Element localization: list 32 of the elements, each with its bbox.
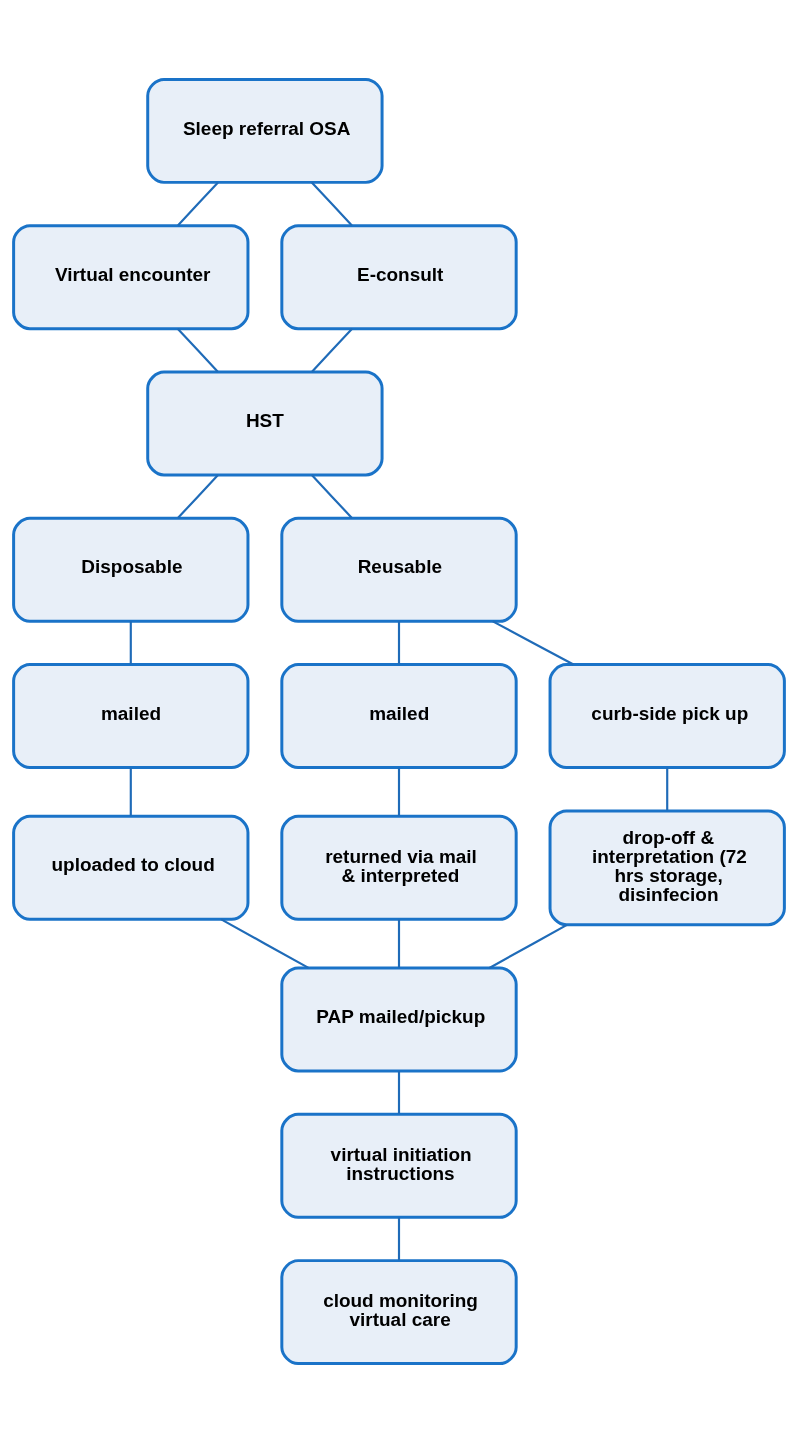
node-box: Reusable	[280, 516, 518, 623]
node-box: Disposable	[12, 516, 250, 623]
connector	[311, 327, 353, 372]
node-box: returned via mail & interpreted	[280, 814, 518, 921]
connector	[397, 767, 401, 816]
node-box: mailed	[12, 662, 250, 769]
node-box: cloud monitoring virtual care	[280, 1258, 518, 1365]
connector	[177, 473, 219, 519]
connector	[220, 917, 310, 969]
connector	[397, 919, 401, 968]
node-box: curb-side pick up	[548, 662, 786, 769]
connector	[176, 327, 219, 372]
connector	[397, 1070, 401, 1114]
connector	[666, 767, 669, 810]
connector	[492, 619, 574, 665]
connector	[397, 1216, 401, 1260]
connector	[397, 620, 401, 664]
connector	[177, 181, 219, 226]
node-box: uploaded to cloud	[12, 814, 250, 921]
node-box: HST	[146, 370, 384, 476]
node-box: Sleep referral OSA	[146, 77, 384, 184]
node-box: PAP mailed/pickup	[280, 966, 518, 1072]
connector	[311, 473, 353, 519]
connector	[488, 923, 568, 969]
connector	[311, 181, 353, 226]
node-box: mailed	[280, 662, 518, 769]
connector	[129, 620, 132, 664]
node-box: virtual initiation instructions	[280, 1112, 518, 1219]
node-box: drop-off & interpretation (72 hrs storage, disinfecion	[548, 808, 786, 926]
node-box: Virtual encounter	[12, 223, 250, 330]
node-box: E-consult	[280, 223, 518, 330]
connector	[129, 767, 132, 816]
